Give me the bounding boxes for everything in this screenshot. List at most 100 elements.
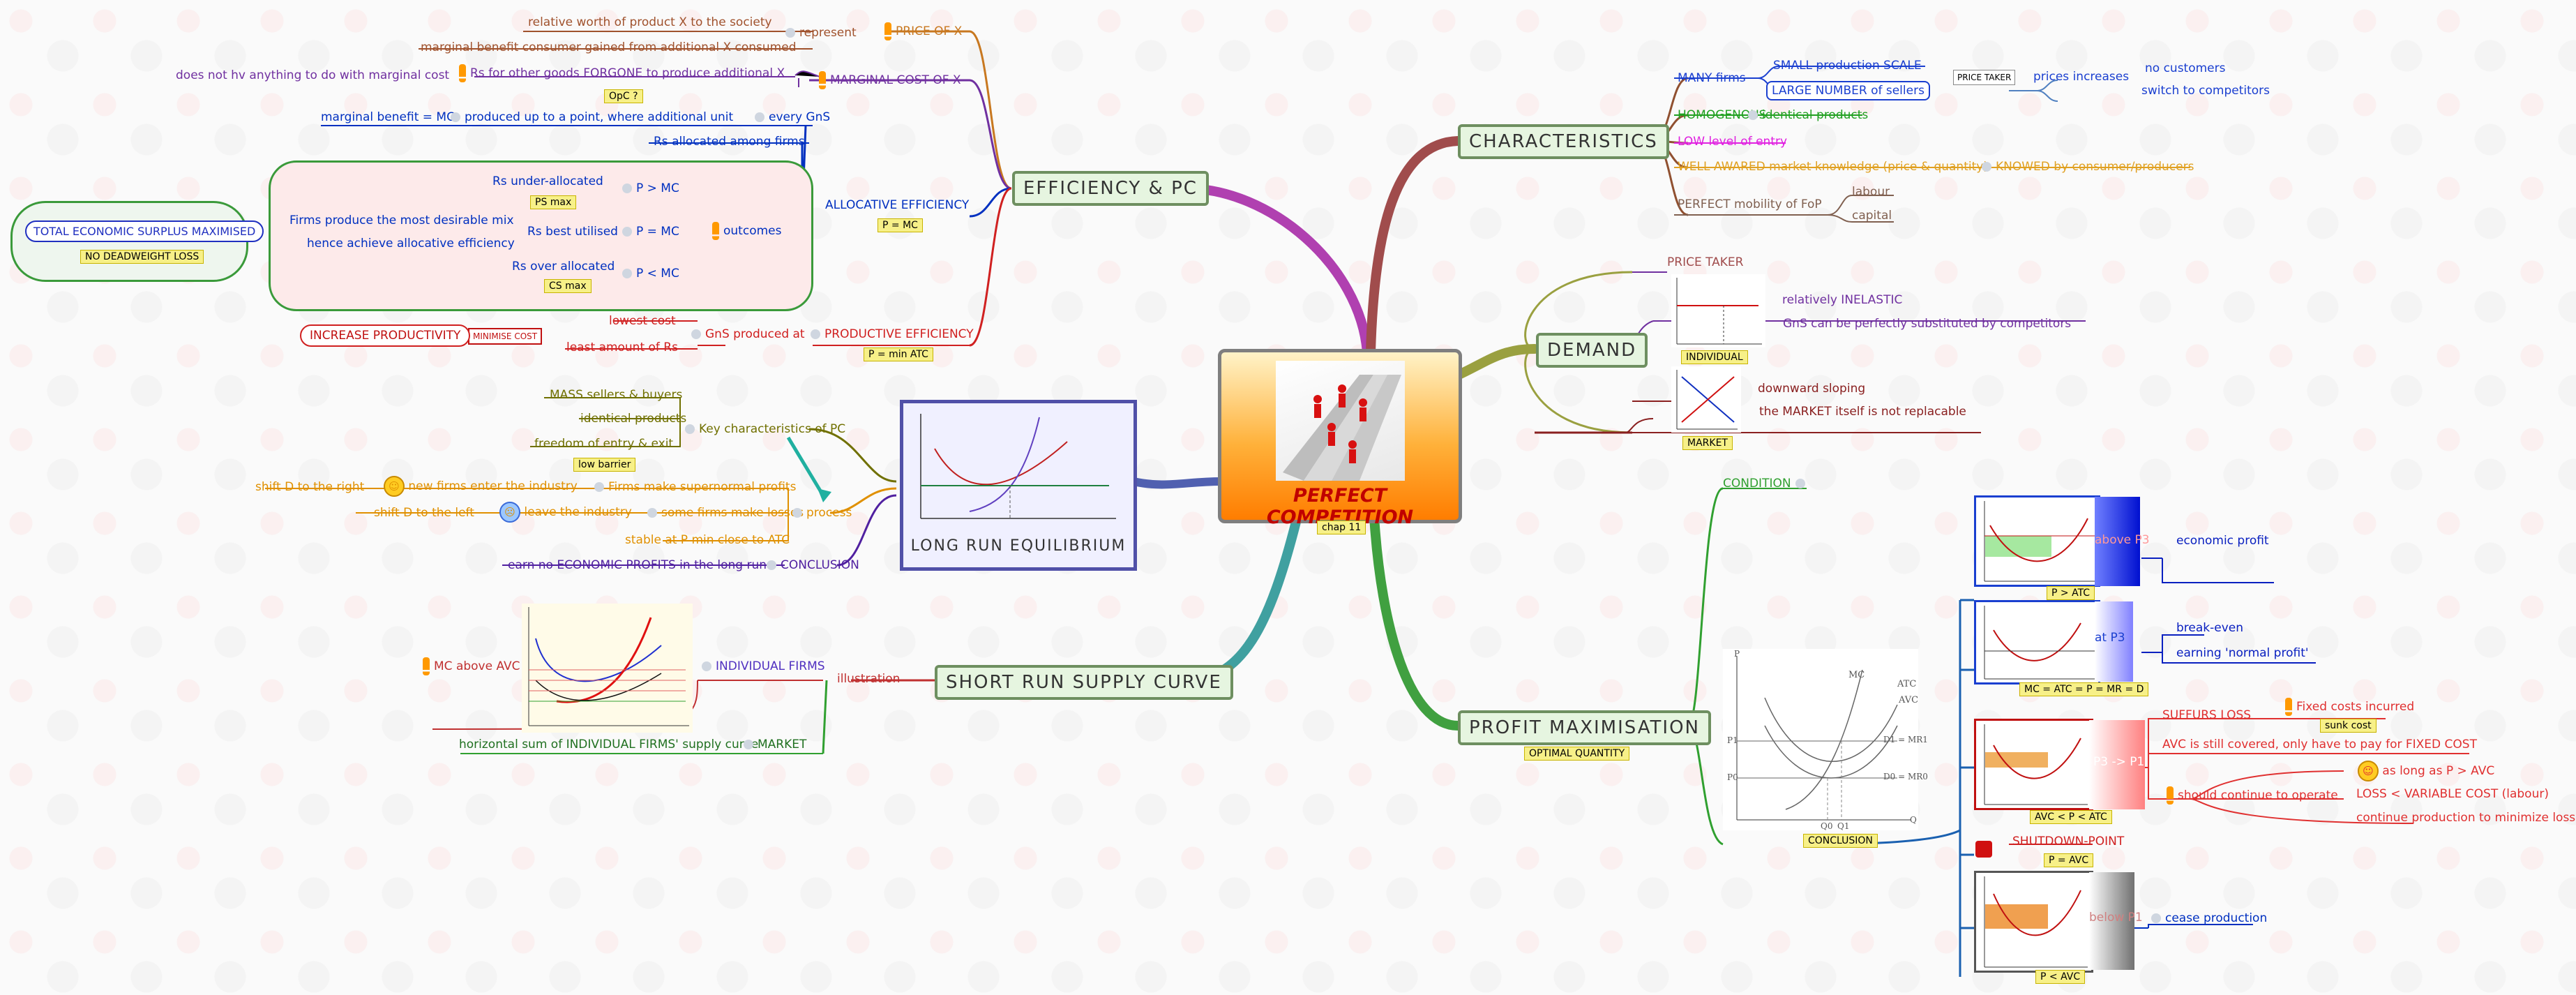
gns-produced: GnS produced at: [687, 327, 805, 341]
avc-p-atc-tag: AVC < P < ATC: [2030, 810, 2112, 824]
mass-sellers: MASS sellers & buyers: [550, 388, 683, 402]
sunk-cost-tag: sunk cost: [2320, 719, 2377, 733]
p-mc-tag: P = MC: [878, 218, 923, 232]
topic-profit[interactable]: PROFIT MAXIMISATION: [1458, 710, 1711, 745]
central-image: [1276, 361, 1405, 481]
info-icon: [1982, 162, 1991, 172]
case-below-p1-graph: [1974, 871, 2093, 973]
switch-competitors: switch to competitors: [2141, 84, 2270, 98]
graph-label-mc: MC: [1848, 670, 1865, 680]
market-demand-graph: [1671, 366, 1741, 433]
suffers-loss: SUFFURS LOSS: [2162, 708, 2252, 722]
info-icon: [647, 508, 657, 518]
info-icon: [755, 112, 764, 122]
allocative-efficiency[interactable]: ALLOCATIVE EFFICIENCY: [825, 198, 970, 212]
individual-tag: INDIVIDUAL: [1681, 350, 1748, 364]
key-characteristics: Key characteristics of PC: [681, 422, 845, 436]
not-replacable: the MARKET itself is not replacable: [1759, 405, 1966, 419]
knowed: KNOWED by consumer/producers: [1978, 160, 2194, 174]
loss-lt-vc: LOSS < VARIABLE COST (labour): [2356, 787, 2549, 801]
info-icon: [811, 329, 820, 339]
rs-alloc: Rs allocated among firms: [654, 135, 805, 149]
low-entry: LOW level of entry: [1678, 135, 1788, 149]
info-icon: [702, 661, 711, 671]
no-customers: no customers: [2145, 61, 2226, 75]
should-continue: should continue to operate: [2162, 786, 2338, 805]
mc-atc-tag: MC = ATC = P = MR = D: [2019, 682, 2149, 696]
rs-other: Rs for other goods FORGONE to produce ad…: [455, 64, 785, 82]
every-gns: every GnS: [751, 110, 830, 124]
info-icon: [785, 28, 795, 38]
info-icon: [594, 482, 604, 492]
lre-graph: [920, 414, 1116, 519]
p-lt-avc-tag: P < AVC: [2035, 970, 2086, 984]
represent-label: represent: [781, 26, 857, 40]
at-p3-fill: at P3: [2095, 601, 2133, 682]
opc-tag: OpC ?: [604, 89, 643, 103]
least-amount: least amount of Rs: [566, 341, 678, 354]
condition-label: CONDITION: [1723, 477, 1809, 491]
large-number: LARGE NUMBER of sellers: [1766, 81, 1930, 100]
stable-at: stable at P min close to ATC: [625, 533, 790, 547]
p-lt-mc: P < MC: [618, 267, 679, 280]
case-p3-p1-graph: [1974, 719, 2093, 810]
individual-firms: INDIVIDUAL FIRMS: [698, 659, 825, 673]
topic-efficiency[interactable]: EFFICIENCY & PC: [1012, 171, 1209, 206]
leave-industry: ☹ leave the industry: [499, 502, 632, 523]
economic-profit: economic profit: [2176, 534, 2269, 548]
branch-srsc: [1181, 511, 1302, 685]
happy-face-icon: ☺: [2358, 761, 2379, 781]
increase-productivity: INCREASE PRODUCTIVITY: [300, 324, 471, 347]
shutdown-icon: [1975, 841, 1992, 858]
conclusion-tag: CONCLUSION: [1803, 834, 1878, 848]
ps-max-tag: PS max: [530, 195, 577, 209]
topic-characteristics[interactable]: CHARACTERISTICS: [1458, 124, 1669, 159]
no-dwl-tag: NO DEADWEIGHT LOSS: [80, 250, 204, 264]
rel-inelastic: relatively INELASTIC: [1782, 293, 1903, 307]
market-tag: MARKET: [1682, 436, 1733, 450]
branch-profit: [1369, 511, 1463, 731]
case-above-p3-graph: [1974, 495, 2100, 587]
graph-label-q: Q: [1910, 815, 1917, 825]
topic-demand[interactable]: DEMAND: [1536, 333, 1648, 368]
earn-no: earn no ECONOMIC PROFITS in the long run: [508, 558, 767, 572]
warning-icon: [2285, 698, 2292, 716]
produced-upto: produced up to a point, where additional…: [446, 110, 733, 124]
graph-label-d1: D1 = MR1: [1883, 735, 1928, 745]
shift-right: shift D to the right: [255, 480, 365, 494]
avc-still: AVC is still covered, only have to pay f…: [2162, 738, 2477, 751]
case-at-p3-graph: [1974, 600, 2100, 684]
branch-efficiency: [1181, 184, 1372, 357]
price-taker-demand: PRICE TAKER: [1667, 255, 1744, 269]
identical-products-char: identical products: [1744, 108, 1868, 122]
firms-super: Firms make supernormal profits: [590, 480, 796, 494]
price-taker-box: PRICE TAKER: [1953, 70, 2016, 85]
mc-above-avc: MC above AVC: [419, 657, 520, 675]
capital: capital: [1852, 209, 1892, 223]
under-alloc: Rs under-allocated: [492, 174, 603, 188]
productive-efficiency[interactable]: PRODUCTIVE EFFICIENCY: [806, 327, 974, 341]
branch-lre: [1129, 477, 1225, 489]
many-firms: MANY firms: [1678, 71, 1746, 85]
profit-main-graph: P Q MC ATC AVC D1 = MR1 D0 = MR0 P1 P0 Q…: [1723, 649, 1928, 831]
topic-srsc[interactable]: SHORT RUN SUPPLY CURVE: [935, 665, 1233, 700]
info-icon: [622, 227, 632, 237]
shutdown-label: SHUTDOWN-POINT: [2012, 835, 2125, 848]
downward: downward sloping: [1758, 382, 1866, 396]
lowest-cost: lowest cost: [609, 314, 676, 328]
gns-subst: GnS can be perfectly substituted by comp…: [1783, 317, 2072, 331]
central-topic[interactable]: PERFECT COMPETITION: [1218, 349, 1462, 528]
well-aware: WELL AWARED market knowledge (price & qu…: [1678, 160, 1988, 174]
outcomes-cloud: [269, 160, 813, 311]
info-icon: [744, 740, 753, 749]
horizontal-sum: horizontal sum of INDIVIDUAL FIRMS' supp…: [459, 738, 759, 751]
mb-mc: marginal benefit = MC: [321, 110, 455, 124]
low-barrier-tag: low barrier: [573, 458, 636, 472]
cease-production: cease production: [2147, 911, 2267, 925]
optimal-quantity-tag: OPTIMAL QUANTITY: [1524, 747, 1630, 761]
shift-left: shift D to the left: [374, 506, 474, 520]
info-icon: [2151, 913, 2161, 923]
topic-lre[interactable]: LONG RUN EQUILIBRIUM: [900, 400, 1137, 571]
scared-face-icon: ☹: [499, 502, 520, 523]
not-hv-label: does not hv anything to do with marginal…: [176, 68, 450, 82]
